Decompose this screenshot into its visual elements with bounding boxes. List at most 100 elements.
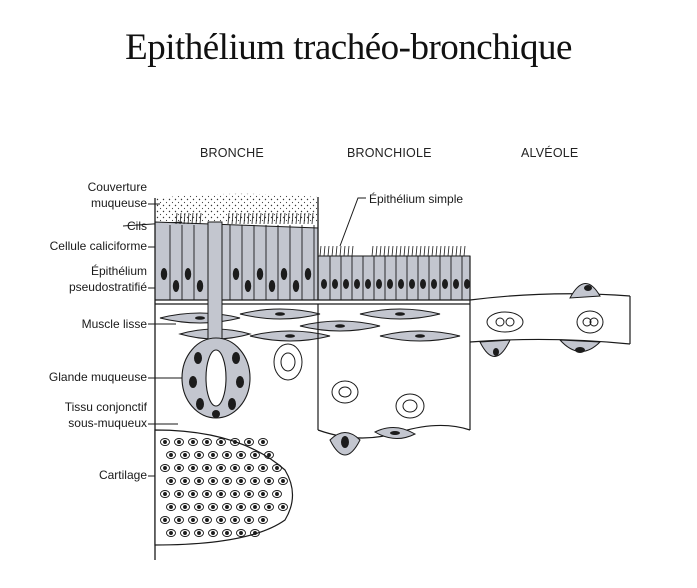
- chondrocyte-lacuna: [236, 477, 246, 485]
- cilium: [407, 245, 410, 257]
- chondrocyte-nucleus: [239, 479, 243, 483]
- cilium: [299, 212, 302, 225]
- chondrocyte-nucleus: [169, 531, 173, 535]
- chondrocyte-nucleus: [247, 518, 251, 522]
- cilium: [311, 212, 314, 225]
- column-heading-alveole: ALVÉOLE: [521, 146, 579, 160]
- blood-vessels: [273, 343, 425, 419]
- label-epithelium-simple: Épithélium simple: [369, 192, 464, 206]
- chondrocyte-lacuna: [194, 451, 204, 459]
- chondrocyte-nucleus: [183, 479, 187, 483]
- chondrocyte-nucleus: [205, 518, 209, 522]
- cilium: [251, 212, 254, 225]
- cilium: [387, 245, 390, 257]
- chondrocyte-lacuna: [174, 516, 184, 524]
- chondrocyte-lacuna: [180, 477, 190, 485]
- nucleus: [184, 268, 192, 280]
- chondrocyte-nucleus: [261, 492, 265, 496]
- chondrocyte-nucleus: [239, 505, 243, 509]
- chondrocyte-nucleus: [169, 479, 173, 483]
- nucleus: [420, 279, 426, 289]
- chondrocyte-lacuna: [272, 464, 282, 472]
- cilium: [459, 245, 462, 257]
- cilium: [295, 212, 298, 225]
- chondrocyte-nucleus: [191, 492, 195, 496]
- chondrocyte-lacuna: [222, 477, 232, 485]
- alveolar-capillaries: [486, 310, 604, 334]
- cilium: [243, 212, 246, 225]
- gland-duct: [207, 221, 223, 341]
- chondrocyte-lacuna: [202, 490, 212, 498]
- chondrocyte-lacuna: [250, 503, 260, 511]
- chondrocyte-lacuna: [258, 438, 268, 446]
- nucleus: [268, 280, 276, 292]
- nucleus: [409, 279, 415, 289]
- cilia: [175, 212, 466, 257]
- chondrocyte-nucleus: [275, 466, 279, 470]
- chondrocyte-nucleus: [219, 440, 223, 444]
- chondrocyte-nucleus: [211, 479, 215, 483]
- chondrocyte-nucleus: [205, 492, 209, 496]
- nucleus: [292, 280, 300, 292]
- cilium: [175, 212, 178, 225]
- cilium: [343, 245, 346, 257]
- chondrocyte-nucleus: [163, 518, 167, 522]
- cilium: [187, 212, 190, 225]
- cilium: [307, 212, 310, 225]
- chondrocyte-nucleus: [267, 505, 271, 509]
- cilium: [415, 245, 418, 257]
- chondrocyte-nucleus: [219, 466, 223, 470]
- cilium: [447, 245, 450, 257]
- chondrocyte-lacuna: [180, 529, 190, 537]
- chondrocyte-nucleus: [169, 453, 173, 457]
- chondrocyte-lacuna: [222, 451, 232, 459]
- mucus-layer: [155, 193, 318, 222]
- chondrocyte-nucleus: [225, 479, 229, 483]
- chondrocyte-lacuna: [208, 451, 218, 459]
- bronchiole-connective-nuclei: [341, 431, 400, 448]
- cilium: [271, 212, 274, 225]
- chondrocyte-nucleus: [233, 518, 237, 522]
- chondrocyte-lacuna: [236, 451, 246, 459]
- cilium: [319, 245, 322, 257]
- smooth-muscle-layer: [159, 308, 461, 342]
- nucleus: [196, 280, 204, 292]
- chondrocyte-nucleus: [183, 531, 187, 535]
- nucleus: [304, 268, 312, 280]
- chondrocyte-nucleus: [163, 492, 167, 496]
- chondrocyte-nucleus: [197, 505, 201, 509]
- cilium: [283, 212, 286, 225]
- cilium: [439, 245, 442, 257]
- chondrocyte-nucleus: [225, 505, 229, 509]
- nucleus: [387, 279, 393, 289]
- nucleus: [442, 279, 448, 289]
- nucleus: [354, 279, 360, 289]
- nucleus: [343, 279, 349, 289]
- chondrocyte-lacuna: [160, 490, 170, 498]
- chondrocyte-nucleus: [163, 466, 167, 470]
- diagram-title: Epithélium trachéo-bronchique: [125, 27, 572, 68]
- chondrocyte-lacuna: [230, 438, 240, 446]
- chondrocyte-lacuna: [264, 477, 274, 485]
- chondrocyte-lacuna: [278, 477, 288, 485]
- nucleus: [365, 279, 371, 289]
- cilium: [195, 212, 198, 225]
- chondrocyte-lacuna: [174, 464, 184, 472]
- label-tissu-line1: Tissu conjonctif: [64, 400, 147, 414]
- chondrocyte-nucleus: [247, 440, 251, 444]
- label-glande-muqueuse: Glande muqueuse: [48, 370, 147, 384]
- chondrocyte-lacuna: [188, 438, 198, 446]
- chondrocyte-nucleus: [211, 453, 215, 457]
- chondrocyte-nucleus: [247, 492, 251, 496]
- nucleus: [431, 279, 437, 289]
- cartilage-plate: [154, 429, 294, 546]
- chondrocyte-nucleus: [183, 453, 187, 457]
- cilium: [327, 245, 330, 257]
- alveolar-wall: [469, 293, 631, 345]
- chondrocyte-nucleus: [191, 440, 195, 444]
- chondrocyte-lacuna: [208, 503, 218, 511]
- chondrocyte-lacuna: [244, 490, 254, 498]
- chondrocyte-lacuna: [160, 516, 170, 524]
- cilium: [275, 212, 278, 225]
